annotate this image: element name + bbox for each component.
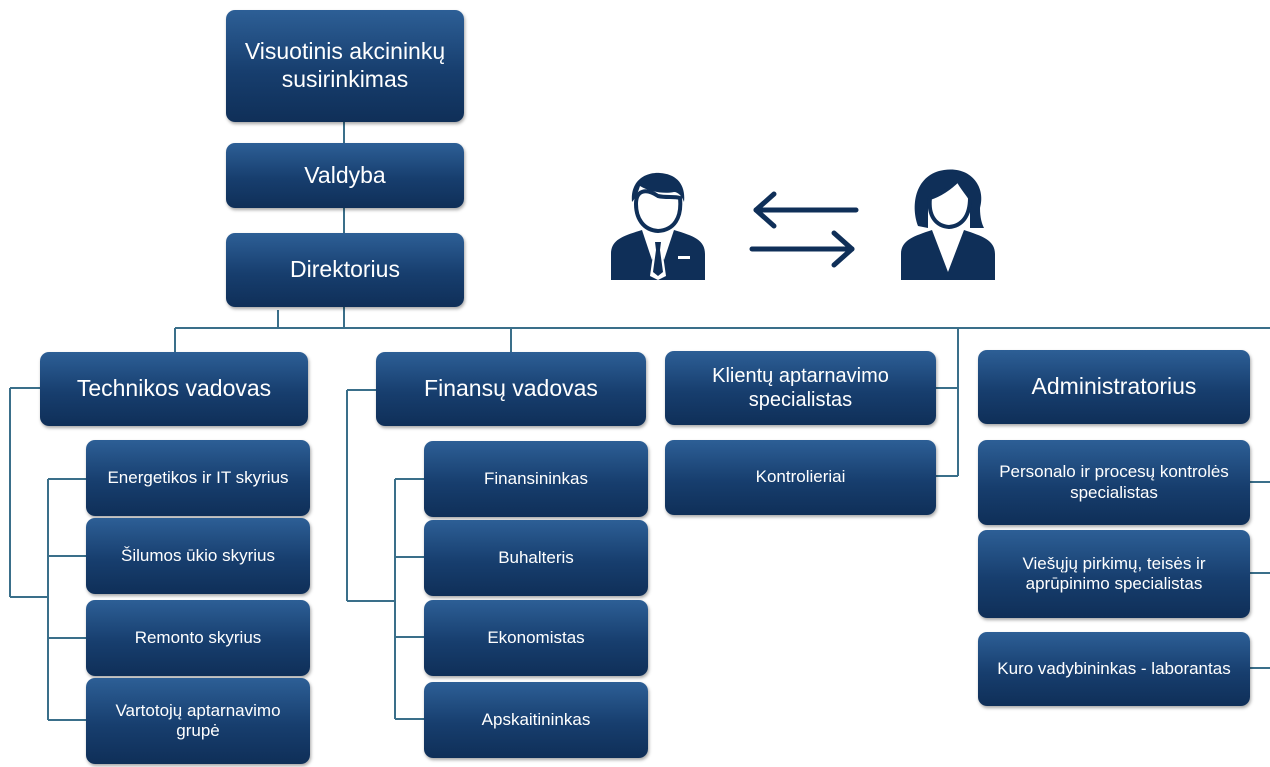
- technical-unit-box: Vartotojų aptarnavimo grupė: [86, 678, 310, 764]
- administrator-label: Administratorius: [1031, 373, 1197, 400]
- director-label: Direktorius: [290, 256, 400, 283]
- businesswoman-icon: [901, 169, 995, 280]
- technical-manager-box: Technikos vadovas: [40, 352, 308, 426]
- finance-unit-label: Apskaitininkas: [481, 709, 591, 729]
- admin-unit-label: Kuro vadybininkas - laborantas: [997, 658, 1231, 678]
- shareholders-meeting-box: Visuotinis akcininkų susirinkimas: [226, 10, 464, 122]
- technical-unit-label: Remonto skyrius: [134, 627, 262, 647]
- finance-unit-box: Finansininkas: [424, 441, 648, 517]
- finance-unit-label: Ekonomistas: [487, 627, 585, 647]
- finance-unit-box: Ekonomistas: [424, 600, 648, 676]
- admin-unit-label: Viešųjų pirkimų, teisės ir aprūpinimo sp…: [1022, 553, 1206, 593]
- admin-unit-box: Personalo ir procesų kontrolės specialis…: [978, 440, 1250, 525]
- finance-unit-label: Finansininkas: [484, 468, 588, 488]
- customer-unit-box: Kontrolieriai: [665, 440, 936, 515]
- board-label: Valdyba: [304, 161, 386, 188]
- customer-service-specialist-box: Klientų aptarnavimo specialistas: [665, 351, 936, 425]
- technical-unit-label: Energetikos ir IT skyrius: [107, 467, 289, 487]
- exchange-arrows-icon: [749, 191, 859, 268]
- technical-unit-box: Šilumos ūkio skyrius: [86, 518, 310, 594]
- admin-unit-label: Personalo ir procesų kontrolės specialis…: [999, 462, 1229, 502]
- finance-unit-box: Apskaitininkas: [424, 682, 648, 758]
- technical-unit-box: Energetikos ir IT skyrius: [86, 440, 310, 516]
- admin-unit-box: Viešųjų pirkimų, teisės ir aprūpinimo sp…: [978, 530, 1250, 618]
- customer-service-specialist-label: Klientų aptarnavimo specialistas: [712, 365, 889, 411]
- technical-unit-box: Remonto skyrius: [86, 600, 310, 676]
- customer-unit-label: Kontrolieriai: [755, 467, 846, 487]
- admin-unit-box: Kuro vadybininkas - laborantas: [978, 632, 1250, 706]
- businessman-icon: [611, 172, 705, 280]
- administrator-box: Administratorius: [978, 350, 1250, 424]
- finance-unit-label: Buhalteris: [498, 547, 574, 567]
- shareholders-meeting-label: Visuotinis akcininkų susirinkimas: [244, 38, 446, 92]
- technical-unit-label: Šilumos ūkio skyrius: [121, 545, 275, 565]
- finance-unit-box: Buhalteris: [424, 520, 648, 596]
- board-box: Valdyba: [226, 143, 464, 208]
- technical-manager-label: Technikos vadovas: [76, 375, 272, 402]
- director-box: Direktorius: [226, 233, 464, 307]
- finance-manager-box: Finansų vadovas: [376, 352, 646, 426]
- finance-manager-label: Finansų vadovas: [424, 375, 598, 402]
- technical-unit-label: Vartotojų aptarnavimo grupė: [115, 700, 281, 740]
